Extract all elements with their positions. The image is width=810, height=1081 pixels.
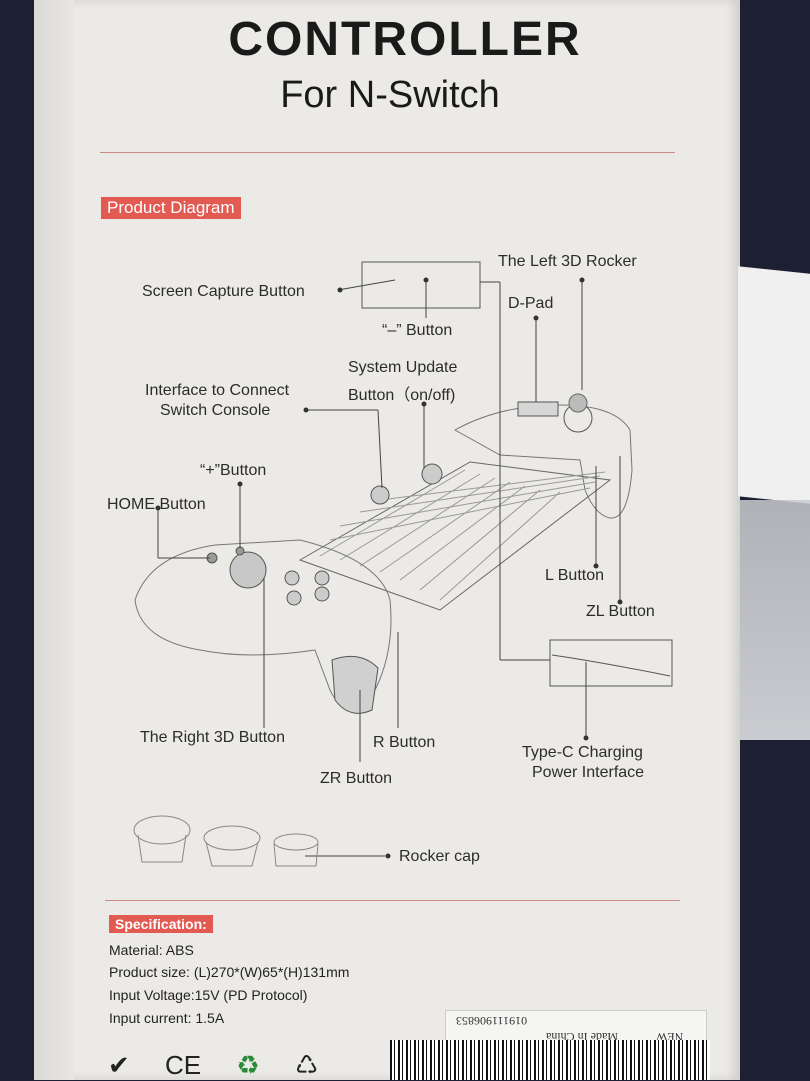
inset-top-box bbox=[361, 261, 481, 309]
label-zr-button: ZR Button bbox=[320, 770, 393, 787]
right-rocker-shape bbox=[229, 551, 267, 589]
typec-curve bbox=[551, 654, 671, 677]
barcode bbox=[390, 1040, 710, 1080]
label-right-rocker: The Right 3D Button bbox=[140, 729, 285, 746]
label-minus-button: “–” Button bbox=[382, 322, 453, 339]
spec-size: Product size: (L)270*(W)65*(H)131mm bbox=[109, 964, 350, 980]
label-zl-button: ZL Button bbox=[586, 603, 655, 620]
product-title: CONTROLLER bbox=[228, 13, 582, 66]
label-plus-button: “+”Button bbox=[200, 462, 267, 479]
checkmark-icon: ✔ bbox=[108, 1050, 130, 1080]
product-diagram-tag: Product Diagram bbox=[101, 197, 241, 219]
rocker-caps-shape bbox=[133, 815, 319, 867]
dpad-shape bbox=[517, 401, 559, 417]
header-divider bbox=[100, 152, 675, 153]
recycle-icon: ♻ bbox=[236, 1050, 260, 1080]
label-typec-1: Type-C Charging bbox=[522, 744, 643, 761]
grid-frame bbox=[298, 461, 612, 611]
zr-trigger-shape bbox=[331, 655, 379, 714]
label-dpad: D-Pad bbox=[508, 295, 554, 312]
label-typec-2: Power Interface bbox=[532, 764, 645, 781]
label-r-button: R Button bbox=[373, 734, 436, 751]
box-side-edge bbox=[34, 0, 74, 1080]
certification-icons: ✔ CE ♻ ♺ bbox=[108, 1050, 346, 1081]
inset-typec-box bbox=[549, 639, 673, 687]
label-system-update-1: System Update bbox=[348, 359, 458, 376]
label-l-button: L Button bbox=[545, 567, 605, 584]
label-screen-capture: Screen Capture Button bbox=[142, 283, 305, 300]
spec-current: Input current: 1.5A bbox=[109, 1010, 225, 1026]
specification-tag: Specification: bbox=[109, 915, 213, 933]
label-interface-2: Switch Console bbox=[160, 402, 271, 419]
sticker-code: 019111906853 bbox=[456, 1014, 528, 1028]
label-left-rocker: The Left 3D Rocker bbox=[498, 253, 637, 270]
recycling-bin-icon: ♺ bbox=[294, 1050, 319, 1080]
spec-voltage: Input Voltage:15V (PD Protocol) bbox=[109, 987, 308, 1003]
label-interface-1: Interface to Connect bbox=[145, 382, 290, 399]
label-rocker-cap: Rocker cap bbox=[399, 848, 480, 865]
spec-divider bbox=[105, 900, 680, 901]
background-bubble-wrap bbox=[740, 500, 810, 740]
product-subtitle: For N-Switch bbox=[280, 74, 500, 116]
label-home-button: HOME Button bbox=[107, 496, 206, 513]
ce-icon: CE bbox=[165, 1050, 202, 1080]
label-system-update-2: Button（on/off) bbox=[348, 387, 456, 404]
spec-material: Material: ABS bbox=[109, 942, 194, 958]
